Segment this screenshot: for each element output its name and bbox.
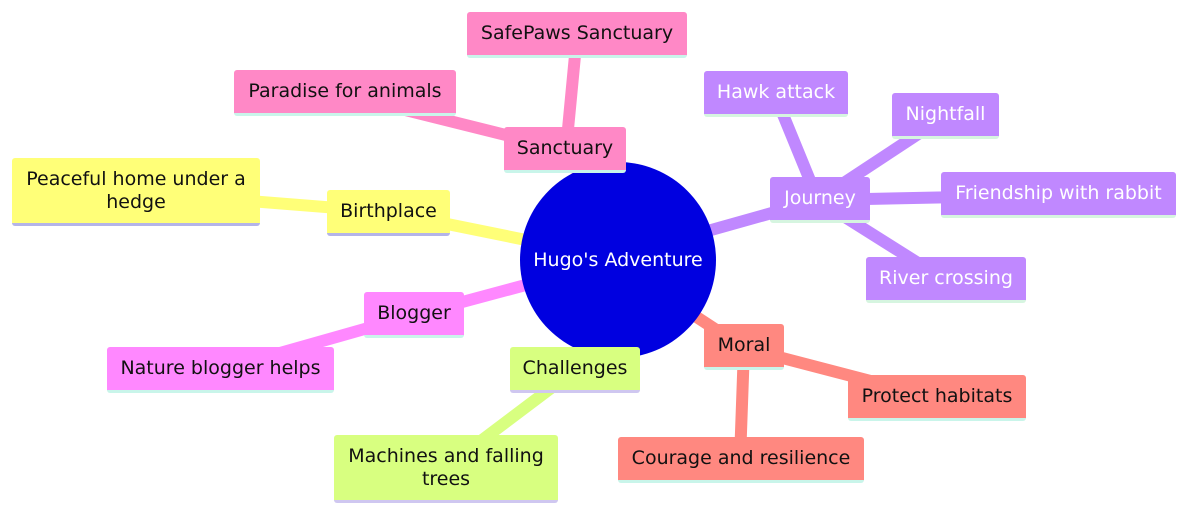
node-sanctuary: Sanctuary: [504, 127, 626, 173]
hawk-attack-label: Hawk attack: [716, 81, 836, 103]
node-challenges: Challenges: [510, 347, 640, 393]
courage-label: Courage and resilience: [631, 447, 851, 469]
friendship-label: Friendship with rabbit: [955, 182, 1162, 204]
nature-blogger-label: Nature blogger helps: [120, 357, 321, 379]
node-protect-habitats: Protect habitats: [848, 375, 1026, 421]
node-journey: Journey: [770, 177, 870, 223]
journey-label: Journey: [784, 187, 856, 209]
protect-habitats-label: Protect habitats: [861, 385, 1013, 407]
node-machines: Machines and falling trees: [334, 435, 558, 503]
node-river-crossing: River crossing: [866, 257, 1026, 303]
sanctuary-label: Sanctuary: [516, 137, 614, 159]
node-blogger: Blogger: [364, 292, 464, 338]
peaceful-home-label: Peaceful home under a hedge: [26, 167, 246, 213]
challenges-label: Challenges: [522, 357, 628, 379]
node-hawk-attack: Hawk attack: [704, 71, 848, 117]
node-nature-blogger: Nature blogger helps: [107, 347, 334, 393]
node-peaceful-home: Peaceful home under a hedge: [12, 158, 260, 226]
node-birthplace: Birthplace: [327, 190, 450, 236]
birthplace-label: Birthplace: [340, 200, 437, 222]
node-moral: Moral: [704, 324, 784, 370]
node-paradise-for-animals: Paradise for animals: [234, 70, 456, 116]
nightfall-label: Nightfall: [905, 103, 986, 125]
river-crossing-label: River crossing: [879, 267, 1013, 289]
node-courage: Courage and resilience: [618, 437, 864, 483]
machines-label: Machines and falling trees: [348, 444, 544, 490]
safepaws-label: SafePaws Sanctuary: [480, 22, 674, 44]
moral-label: Moral: [717, 334, 771, 356]
root-node: Hugo's Adventure: [520, 162, 716, 358]
node-nightfall: Nightfall: [892, 93, 999, 139]
blogger-label: Blogger: [377, 302, 451, 324]
node-friendship: Friendship with rabbit: [941, 172, 1176, 218]
node-safepaws-sanctuary: SafePaws Sanctuary: [467, 12, 687, 58]
paradise-label: Paradise for animals: [248, 80, 442, 102]
root-label: Hugo's Adventure: [533, 249, 703, 271]
